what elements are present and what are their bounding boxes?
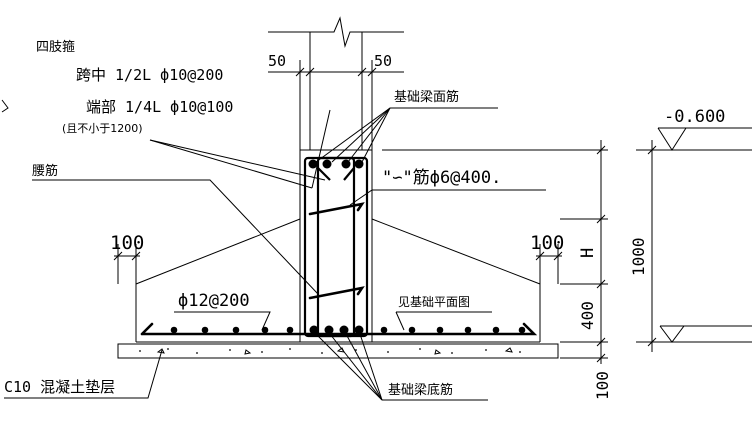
see-plan-label: 见基础平面图: [398, 295, 470, 309]
waist-bar-label: 腰筋: [32, 163, 58, 179]
leader-lines: [4, 107, 546, 401]
cushion-label: C10 混凝土垫层: [4, 378, 115, 396]
stirrup-title: 四肢箍: [36, 39, 75, 55]
elevation-markers: [657, 127, 752, 343]
beam-bottom-bars: [309, 325, 364, 335]
dim-total-height: 1000: [629, 237, 648, 276]
stirrup-note: (且不小于1200): [62, 122, 143, 135]
cushion-hatch: [139, 347, 521, 355]
dim-cover-right: 50: [374, 52, 392, 70]
s-hook-lower: [308, 286, 365, 300]
stirrup-inner: [316, 156, 356, 338]
column-above: [268, 16, 404, 150]
elevation-label: -0.600: [664, 107, 725, 127]
flange-bar-label: ф12@200: [178, 291, 250, 311]
dimension-lines: [113, 60, 752, 364]
stirrup-end-label: 端部 1/4L ф10@100: [86, 98, 233, 116]
dim-edge-left: 100: [110, 232, 144, 254]
beam-top-bars: [308, 159, 364, 169]
flange-bar-dots: [170, 326, 526, 334]
top-bar-label: 基础梁面筋: [394, 89, 459, 105]
stirrup-outer: [303, 156, 369, 338]
dim-flange-height: 400: [578, 301, 597, 330]
dim-cover-left: 50: [268, 52, 286, 70]
s-bar-label: "∽"筋ф6@400.: [382, 168, 501, 188]
edge-mark: [1, 99, 9, 113]
flange-bottom-bar: [140, 322, 538, 336]
stirrup-mid-label: 跨中 1/2L ф10@200: [76, 66, 223, 84]
dim-cushion-thickness: 100: [593, 371, 612, 400]
s-hook-upper: [308, 202, 365, 216]
dim-edge-right: 100: [530, 232, 564, 254]
bottom-bar-label: 基础梁底筋: [388, 382, 453, 398]
dim-h-symbol: H: [578, 248, 598, 258]
